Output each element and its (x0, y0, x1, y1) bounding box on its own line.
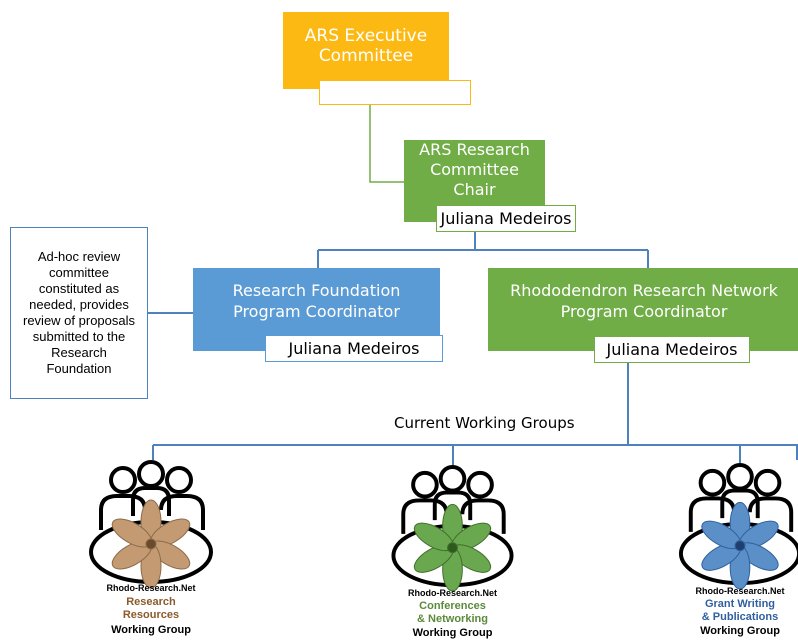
flower-icon (701, 501, 779, 590)
group-subtitle: Working Group (700, 625, 780, 637)
foundation-title: Research Foundation Program Coordinator (232, 280, 401, 321)
group-site-label: Rhodo-Research.Net (106, 583, 196, 593)
network-name-plate: Juliana Medeiros (594, 336, 750, 363)
executive-committee-title: ARS Executive Committee (304, 25, 428, 66)
group-subtitle: Working Group (412, 627, 493, 639)
foundation-name-plate: Juliana Medeiros (265, 335, 443, 362)
network-box: Rhododendron Research Network Program Co… (488, 268, 798, 351)
executive-committee-plate (319, 80, 471, 105)
exec-chair-connector (369, 105, 404, 183)
group-title-line1: Grant Writing (704, 598, 776, 610)
adhoc-committee-box: Ad-hoc review committee constituted as n… (10, 227, 148, 399)
group-title-line2: Resources (122, 609, 180, 621)
foundation-name: Juliana Medeiros (288, 339, 420, 358)
group-people-logo-icon (678, 463, 798, 590)
working-group-research-resources[interactable]: Rhodo-Research.Net Research Resources Wo… (83, 460, 219, 640)
group-title-line1: Research (126, 596, 176, 608)
working-group-grant-writing-publications[interactable]: Rhodo-Research.Net Grant Writing & Publi… (672, 463, 798, 643)
group-title-line1: Conferences (419, 600, 486, 612)
chair-name-plate: Juliana Medeiros (436, 205, 576, 232)
group-title-line2: & Publications (701, 611, 779, 623)
executive-committee-box: ARS Executive Committee (283, 12, 449, 89)
flower-icon (413, 503, 492, 592)
group-site-label: Rhodo-Research.Net (407, 588, 497, 598)
group-title-line2: & Networking (417, 613, 488, 625)
chair-name: Juliana Medeiros (440, 209, 572, 228)
working-groups-label: Current Working Groups (394, 414, 575, 432)
network-title: Rhododendron Research Network Program Co… (510, 280, 778, 321)
network-name: Juliana Medeiros (606, 340, 738, 359)
group-people-logo-icon (89, 460, 213, 589)
flower-icon (111, 499, 191, 589)
chair-title: ARS Research Committee Chair (419, 140, 530, 199)
group-subtitle: Working Group (111, 624, 191, 636)
working-group-conferences-networking[interactable]: Rhodo-Research.Net Conferences & Network… (385, 465, 520, 643)
group-site-label: Rhodo-Research.Net (695, 586, 785, 596)
group-people-logo-icon (391, 465, 514, 592)
adhoc-committee-text: Ad-hoc review committee constituted as n… (23, 249, 135, 376)
